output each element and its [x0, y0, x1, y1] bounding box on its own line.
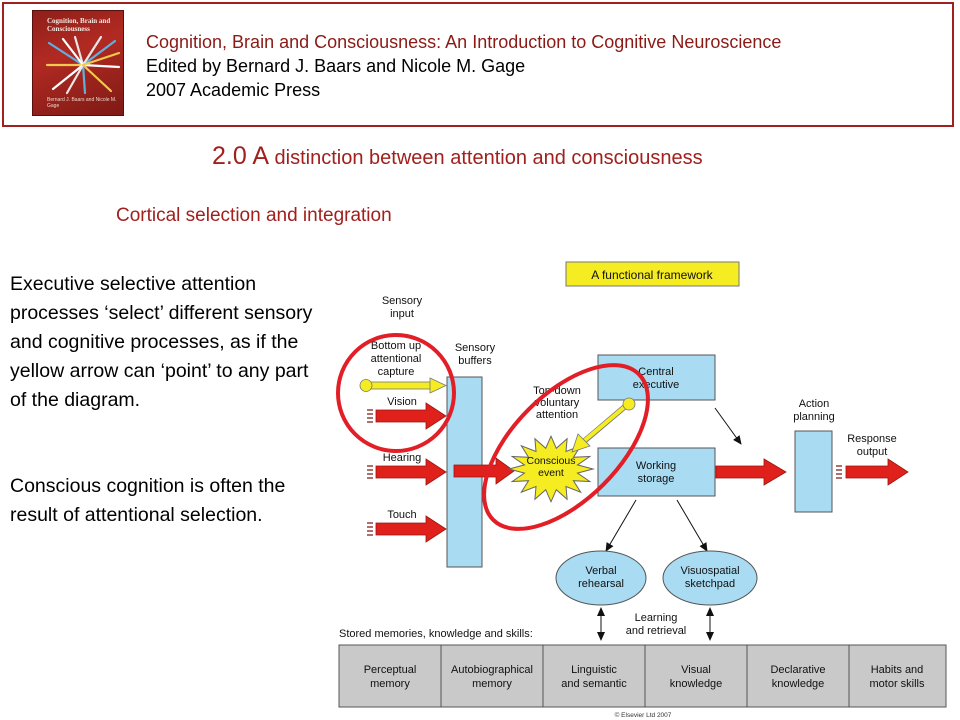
- top-down-arrow: [582, 402, 630, 443]
- top-down-arrow-knob: [622, 397, 636, 411]
- visuospatial-ellipse: [662, 550, 758, 606]
- section-title: 2.0 A distinction between attention and …: [212, 142, 703, 171]
- header-banner: [2, 2, 954, 127]
- habits-motor-skills-box: [848, 644, 947, 708]
- section-number: 2.0 A: [212, 142, 269, 170]
- linguistic-semantic-box: [542, 644, 646, 708]
- book-cover-title: Cognition, Brain and Consciousness: [47, 17, 111, 33]
- conscious-highlight-ellipse: [482, 363, 650, 531]
- storage-to-verbal-arrow: [605, 499, 637, 552]
- response-output-arrow: [845, 458, 909, 486]
- executive-to-action-arrow: [714, 407, 742, 445]
- bottom-up-arrow: [363, 381, 433, 390]
- verbal-rehearsal-ellipse: [555, 550, 647, 606]
- framework-label: A functional framework: [591, 268, 713, 282]
- slide-subtitle: Cortical selection and integration: [116, 205, 392, 226]
- central-executive-box: [597, 354, 716, 401]
- storage-to-visuospatial-arrow: [676, 499, 708, 552]
- hearing-label: Hearing: [383, 452, 422, 464]
- copyright-notice: © Elsevier Ltd 2007: [615, 711, 672, 719]
- stored-memories-label: Stored memories, knowledge and skills:: [339, 628, 533, 640]
- autobiographical-memory-box: [440, 644, 544, 708]
- vision-arrow: [375, 402, 447, 430]
- touch-label: Touch: [387, 509, 416, 521]
- book-editors: Edited by Bernard J. Baars and Nicole M.…: [146, 56, 526, 76]
- body-paragraph-2: Conscious cognition is often the result …: [10, 475, 286, 526]
- bottom-up-arrow-knob: [359, 379, 373, 392]
- header-citation: Cognition, Brain and Consciousness: An I…: [146, 30, 781, 102]
- action-planning-box: [794, 430, 833, 513]
- perceptual-memory-box: [338, 644, 442, 708]
- storage-to-action-arrow: [715, 458, 787, 486]
- buffers-to-conscious-arrow: [453, 457, 515, 485]
- top-down-arrow-head: [571, 433, 591, 453]
- hearing-arrow: [375, 458, 447, 486]
- vision-label: Vision: [387, 396, 417, 408]
- visual-knowledge-box: [644, 644, 748, 708]
- book-title: Cognition, Brain and Consciousness: An I…: [146, 32, 782, 52]
- touch-arrow: [375, 515, 447, 543]
- bottom-up-highlight-circle: [336, 333, 456, 453]
- declarative-knowledge-box: [746, 644, 850, 708]
- book-cover-art: [45, 35, 121, 95]
- bottom-up-arrow-head: [429, 377, 447, 394]
- memory-boxes: [338, 644, 947, 708]
- book-publisher: 2007 Academic Press: [146, 80, 321, 100]
- body-paragraph-1: Executive selective attention processes …: [10, 273, 313, 411]
- conscious-event-burst: [507, 434, 595, 504]
- book-cover-image: Cognition, Brain and Consciousness Berna…: [32, 10, 124, 116]
- book-cover-editors: Bernard J. Baars and Nicole M. Gage: [47, 97, 117, 109]
- section-title-text: distinction between attention and consci…: [269, 147, 703, 169]
- framework-label-box: [565, 261, 740, 287]
